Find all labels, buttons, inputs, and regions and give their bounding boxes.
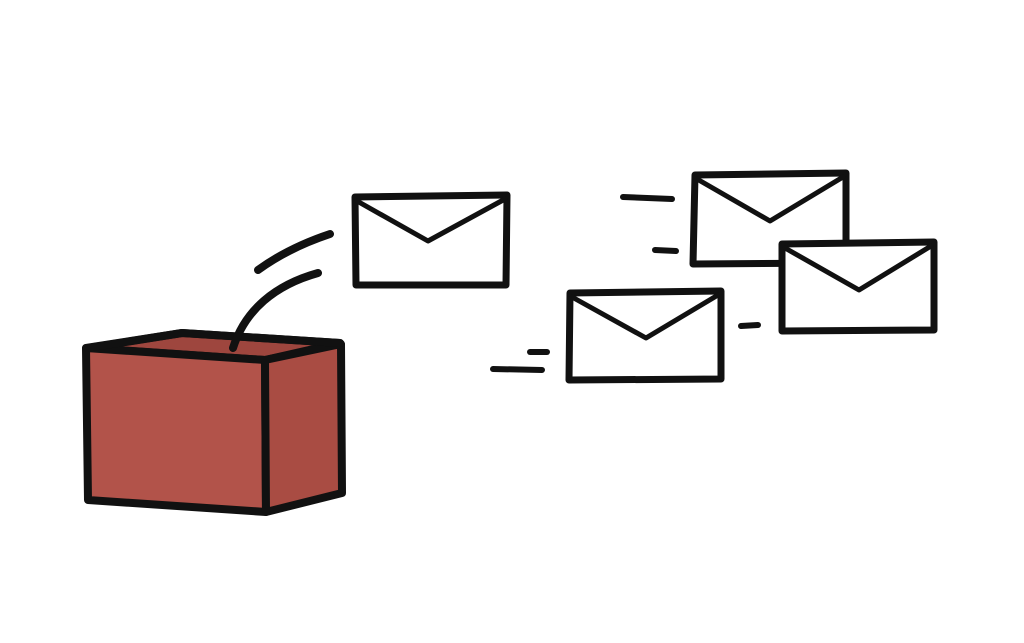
box-side-face [261, 340, 346, 516]
envelope-icon [351, 191, 511, 289]
flight-trail [229, 230, 334, 352]
box-front-face [82, 344, 270, 516]
motion-lines [490, 194, 761, 373]
open-box-icon [82, 329, 346, 516]
envelope-icon [565, 287, 725, 384]
envelope-icon [778, 238, 938, 335]
